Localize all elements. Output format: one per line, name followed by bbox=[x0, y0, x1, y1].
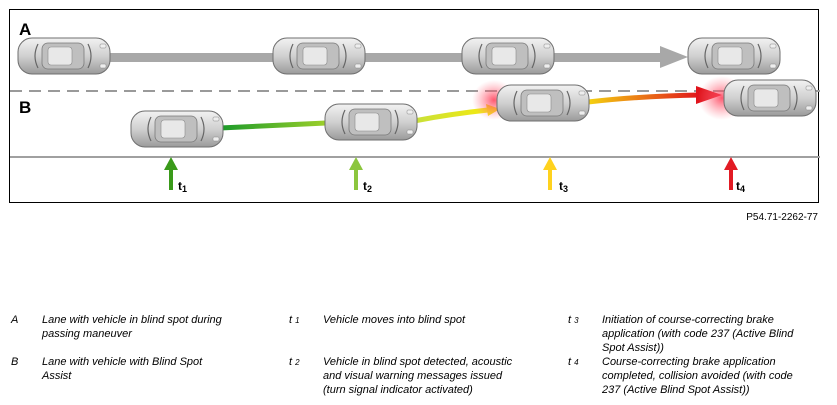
legend-key-t1: t 1 bbox=[289, 314, 300, 326]
diagram-canvas: A B t1 t2 bbox=[10, 20, 820, 194]
svg-text:t4: t4 bbox=[736, 179, 745, 194]
lane-b-car-t1 bbox=[130, 110, 224, 148]
time-marker-t4: t4 bbox=[724, 157, 745, 194]
lane-a-arrow-head bbox=[660, 46, 688, 68]
lane-b-car-t4 bbox=[723, 79, 817, 117]
svg-text:t3: t3 bbox=[559, 179, 568, 194]
legend-text-t3: Initiation of course-correcting brake ap… bbox=[602, 314, 794, 354]
legend-key-t2: t 2 bbox=[289, 356, 300, 368]
legend-key-a: A bbox=[11, 314, 19, 326]
time-marker-t1: t1 bbox=[164, 157, 187, 194]
lane-b-car-t2 bbox=[324, 103, 418, 141]
legend-text-t1: Vehicle moves into blind spot bbox=[323, 314, 466, 326]
lane-a-car-4 bbox=[687, 37, 781, 75]
legend-key-b: B bbox=[11, 356, 19, 368]
lane-b-label: B bbox=[19, 98, 31, 117]
legend-key-t4: t 4 bbox=[568, 356, 579, 368]
trajectory-red bbox=[587, 92, 701, 105]
lane-a-car-2 bbox=[272, 37, 366, 75]
svg-text:t1: t1 bbox=[178, 179, 187, 194]
lane-b-car-t3 bbox=[496, 84, 590, 122]
figure-reference: P54.71-2262-77 bbox=[746, 212, 818, 223]
legend-text-b: Lane with vehicle with Blind Spot Assist bbox=[42, 356, 203, 382]
legend-text-t2: Vehicle in blind spot detected, acoustic… bbox=[323, 356, 513, 396]
time-marker-t3: t3 bbox=[543, 157, 568, 194]
svg-text:t2: t2 bbox=[363, 179, 372, 194]
lane-a-label: A bbox=[19, 20, 31, 39]
legend-text-a: Lane with vehicle in blind spot during p… bbox=[42, 314, 222, 340]
legend-text-t4: Course-correcting brake application comp… bbox=[602, 356, 793, 396]
blind-spot-diagram: A B t1 t2 bbox=[9, 9, 820, 203]
trajectory-green bbox=[219, 120, 327, 131]
time-marker-t2: t2 bbox=[349, 157, 372, 194]
lane-a-car-3 bbox=[461, 37, 555, 75]
lane-a-car-1 bbox=[17, 37, 111, 75]
legend-key-t3: t 3 bbox=[568, 314, 579, 326]
